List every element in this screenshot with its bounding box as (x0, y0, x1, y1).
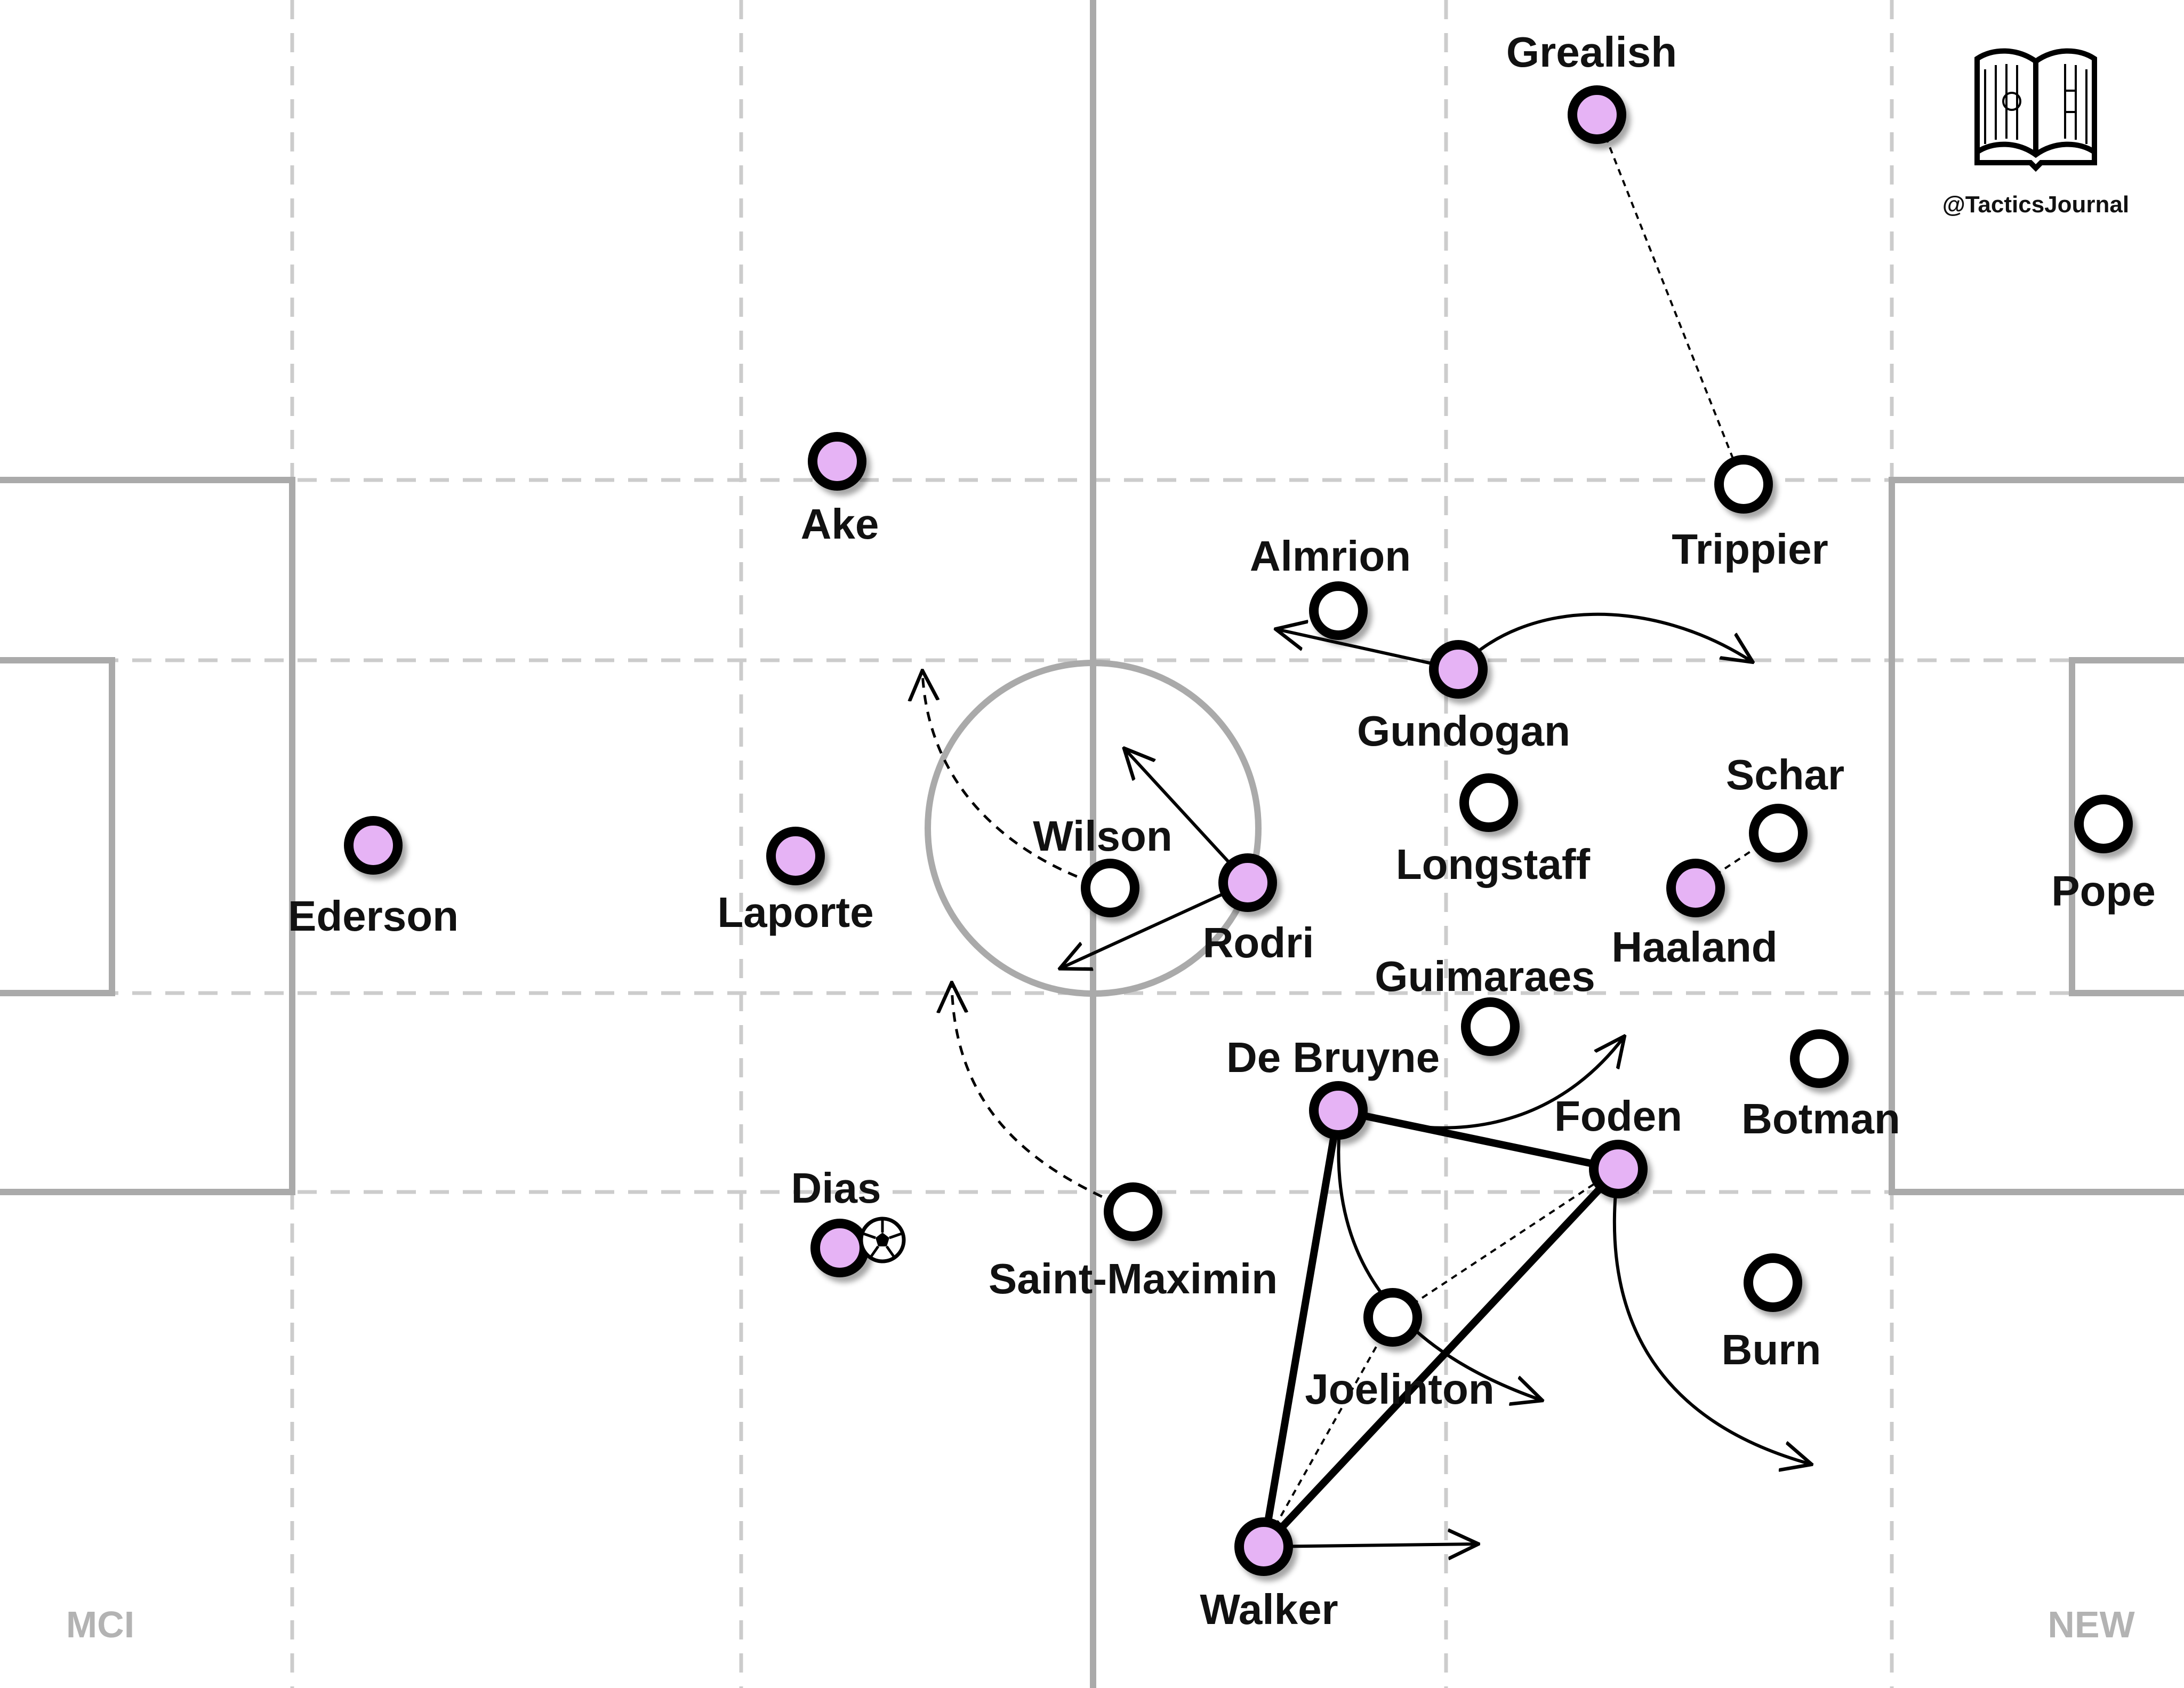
player-label: Gundogan (1357, 707, 1570, 755)
player-dias: Dias (791, 1164, 881, 1277)
player-ake: Ake (801, 432, 879, 548)
player-trippier: Trippier (1672, 455, 1828, 573)
player-label: Joelinton (1305, 1365, 1495, 1413)
player-label: Almrion (1250, 532, 1411, 580)
player-foden: Foden (1554, 1092, 1682, 1198)
open-book-pitch-icon (1974, 48, 2097, 172)
home-players: Grealish Ake Ederson Laporte Dias Rodri … (288, 28, 1778, 1633)
player-label: Guimaraes (1375, 953, 1595, 1000)
player-longstaff: Longstaff (1396, 773, 1591, 888)
player-burn: Burn (1722, 1253, 1821, 1373)
player-label: Schar (1726, 751, 1844, 798)
player-schar: Schar (1726, 751, 1844, 862)
player-label: Saint-Maximin (989, 1255, 1278, 1302)
away-players: Trippier Almrion Wilson Longstaff Schar … (989, 455, 2156, 1413)
player-walker: Walker (1200, 1517, 1338, 1633)
player-wilson: Wilson (1033, 812, 1173, 917)
player-rodri: Rodri (1203, 853, 1314, 966)
player-label: Foden (1554, 1092, 1682, 1140)
player-label: Walker (1200, 1586, 1338, 1633)
player-label: Haaland (1611, 923, 1777, 971)
player-label: Burn (1722, 1326, 1821, 1373)
football-icon (859, 1217, 906, 1263)
player-grealish: Grealish (1506, 28, 1677, 144)
player-label: Longstaff (1396, 841, 1591, 888)
player-haaland: Haaland (1611, 859, 1778, 971)
player-label: Laporte (717, 889, 873, 936)
player-joelinton: Joelinton (1305, 1288, 1495, 1413)
passing-triangle (1260, 1107, 1622, 1550)
player-label: Wilson (1033, 812, 1172, 860)
player-almrion: Almrion (1250, 532, 1411, 640)
player-laporte: Laporte (717, 827, 874, 936)
player-label: Rodri (1203, 919, 1314, 966)
player-label: Dias (791, 1164, 881, 1212)
home-team-label: MCI (66, 1604, 134, 1645)
player-guimaraes: Guimaraes (1375, 953, 1595, 1056)
player-label: Botman (1741, 1095, 1900, 1142)
player-gundogan: Gundogan (1357, 640, 1570, 755)
author-handle: @TacticsJournal (1942, 191, 2129, 218)
player-saint-maximin: Saint-Maximin (989, 1182, 1278, 1302)
player-de-bruyne: De Bruyne (1226, 1034, 1440, 1140)
player-label: Grealish (1506, 28, 1677, 76)
player-label: Ederson (288, 892, 459, 940)
player-botman: Botman (1741, 1029, 1900, 1142)
away-team-label: NEW (2048, 1604, 2134, 1645)
player-ederson: Ederson (288, 816, 459, 940)
player-label: Ake (801, 500, 879, 548)
player-pope: Pope (2051, 795, 2156, 915)
player-label: Pope (2051, 867, 2156, 915)
player-label: De Bruyne (1226, 1034, 1440, 1081)
player-label: Trippier (1672, 525, 1828, 573)
